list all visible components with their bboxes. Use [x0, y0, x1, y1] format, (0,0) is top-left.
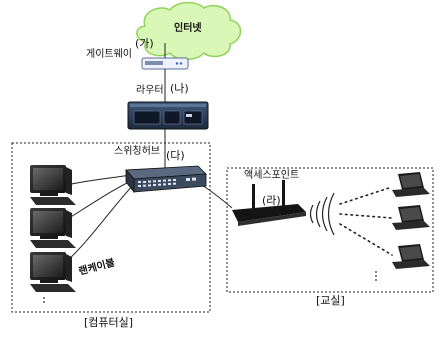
more-computers-dots — [43, 297, 45, 303]
access-point-tag: (라) — [262, 194, 281, 207]
wifi-signal — [309, 192, 335, 236]
router-label: 라우터 — [136, 85, 164, 96]
router-device — [127, 101, 209, 130]
gateway-device — [141, 57, 189, 70]
classroom-boundary — [226, 167, 434, 293]
desktop-computer-3 — [30, 252, 76, 292]
internet-cloud — [136, 1, 242, 61]
laptop-3 — [392, 244, 430, 269]
access-point-label: 액세스포인트 — [244, 170, 300, 181]
switching-hub — [125, 165, 207, 194]
classroom-label: [교실] — [316, 294, 345, 307]
laptop-1 — [392, 172, 430, 197]
switch-tag: (다) — [166, 149, 185, 162]
gateway-tag: (가) — [135, 37, 154, 50]
router-tag: (나) — [170, 82, 189, 95]
desktop-computer-1 — [30, 165, 76, 205]
desktop-computer-2 — [30, 208, 76, 248]
internet-label: 인터넷 — [174, 23, 202, 34]
more-laptops-dots — [375, 271, 377, 281]
gateway-label: 게이트웨이 — [86, 49, 132, 60]
wireless-links — [339, 186, 393, 256]
access-point — [232, 180, 306, 226]
computer-room-label: [컴퓨터실] — [84, 316, 134, 329]
laptop-2 — [392, 205, 430, 230]
computer-room-boundary — [11, 142, 211, 313]
switch-label: 스위칭허브 — [114, 146, 160, 157]
